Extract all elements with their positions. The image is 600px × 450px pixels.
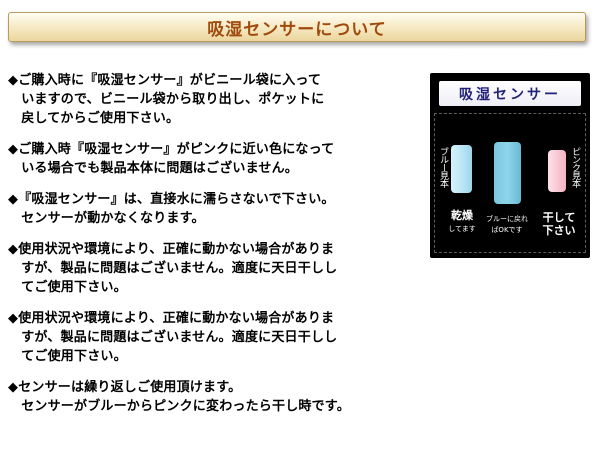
note-item: ◆センサーは繰り返しご使用頂けます。 センサーがブルーからピンクに変わったら干し… [8,380,350,414]
page-title: 吸湿センサーについて [207,19,387,40]
notes-list: ◆ご購入時に『吸湿センサー』がビニール袋に入って いますので、ビニール袋から取り… [8,71,420,428]
note-item: ◆使用状況や環境により、正確に動かない場合がありま すが、製品に問題はございませ… [8,311,338,364]
header-banner: 吸湿センサーについて [8,12,586,42]
center-bottom-2: ばOKです [491,226,523,234]
note-item: ◆ご購入時『吸湿センサー』がピンクに近い色になって いる場合でも製品本体に問題は… [8,142,335,176]
after-side-label: ピンク見本 [570,147,580,187]
pink-swatch [548,150,566,192]
sensor-card-label: 吸湿センサー [439,81,581,106]
after-bottom-2: 下さい [542,224,576,237]
note-item: ◆『吸湿センサー』は、直接水に濡らさないで下さい。 センサーが動かなくなります。 [8,192,335,226]
before-title: 吸湿前 [446,48,480,61]
blue-swatch [451,145,472,193]
sensor-swatch [494,142,521,204]
note-item: ◆ご購入時に『吸湿センサー』がビニール袋に入って いますので、ビニール袋から取り… [8,73,325,126]
before-bottom-1: 乾燥 [451,209,473,222]
after-title: 吸湿後 [541,48,575,61]
note-item: ◆使用状況や環境により、正確に動かない場合がありま すが、製品に問題はございませ… [8,242,338,295]
before-bottom-2: してます [448,225,476,233]
before-color-name: ブルー [451,61,475,70]
center-bottom-1: ブルーに戻れ [486,215,528,223]
before-side-label: ブルー見本 [438,147,448,187]
sensor-card-label-text: 吸湿センサー [459,86,561,103]
sensor-card-inner-border [434,113,586,253]
after-color-name: ピンク [546,61,570,70]
after-bottom-1: 干して [542,211,576,224]
